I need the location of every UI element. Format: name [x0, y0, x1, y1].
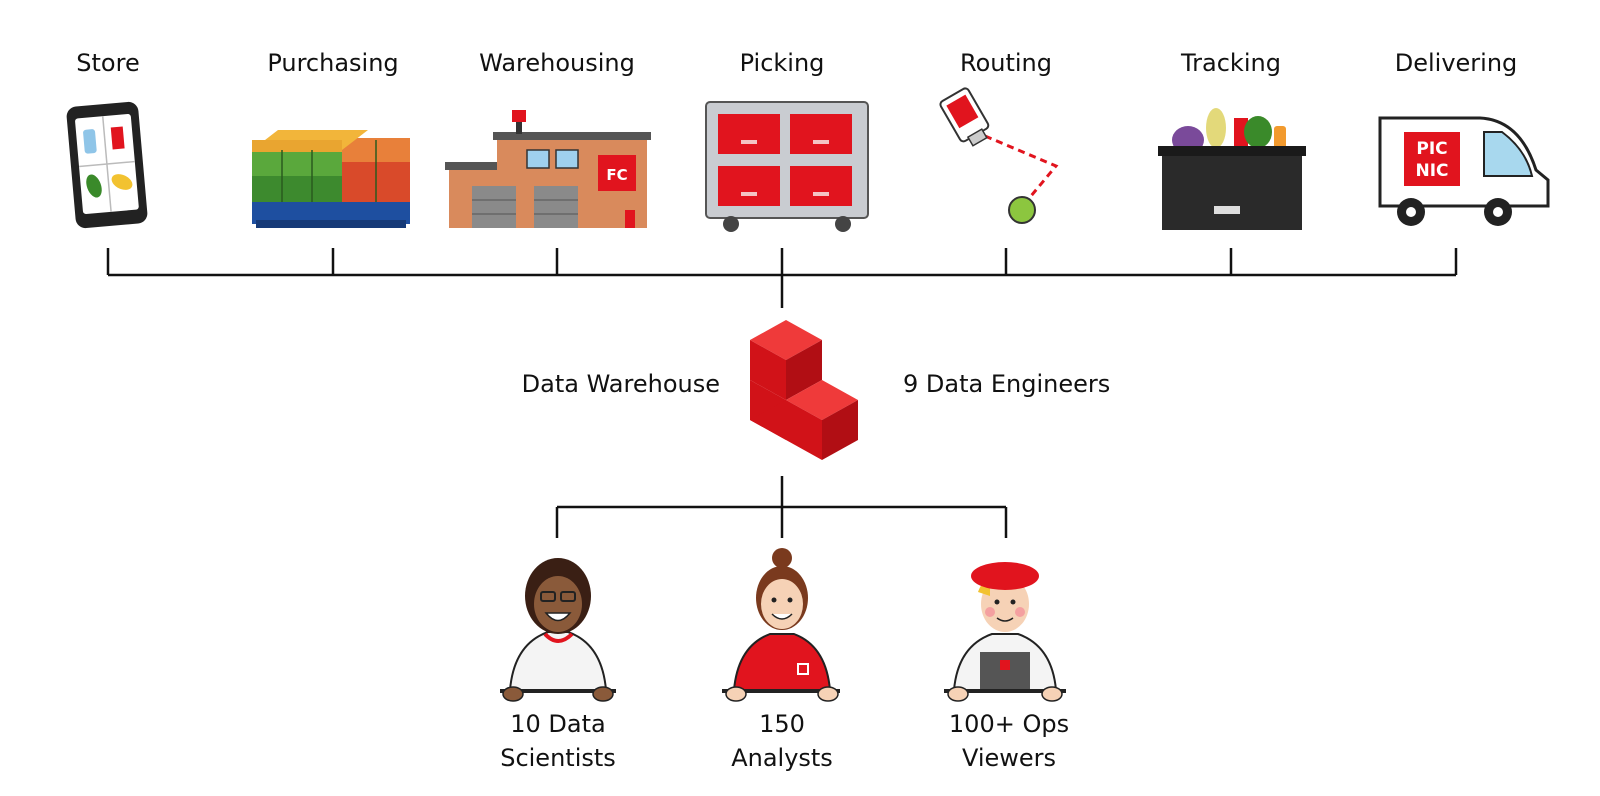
role-count: 10 Data	[510, 710, 606, 738]
data-warehouse-label: Data Warehouse	[521, 370, 720, 398]
role-title: Analysts	[731, 744, 833, 772]
warehouse-icon: FC	[445, 110, 651, 228]
role-count: 150	[759, 710, 805, 738]
svg-text:PIC: PIC	[1416, 139, 1447, 159]
svg-text:NIC: NIC	[1415, 161, 1448, 181]
ops-viewer-avatar	[944, 562, 1066, 702]
role-label-analysts: 150 Analysts	[682, 707, 882, 775]
stage-label-store: Store	[76, 49, 140, 77]
role-title: Viewers	[961, 744, 1057, 772]
role-title: Scientists	[500, 744, 616, 772]
stage-label-delivering: Delivering	[1394, 49, 1518, 77]
pallet-boxes-icon	[252, 130, 410, 228]
stage-label-picking: Picking	[739, 49, 825, 77]
grocery-crate-icon	[1158, 108, 1306, 230]
role-connector-lines	[555, 476, 1008, 538]
role-label-data-scientists: 10 Data Scientists	[458, 707, 658, 775]
role-label-ops-viewers: 100+ Ops Viewers	[909, 707, 1109, 775]
svg-text:FC: FC	[606, 166, 627, 184]
stage-label-routing: Routing	[959, 49, 1052, 77]
stage-label-warehousing: Warehousing	[479, 49, 635, 77]
data-engineers-label: 9 Data Engineers	[903, 370, 1111, 398]
route-pin-icon	[939, 87, 1059, 224]
data-scientist-avatar	[500, 558, 616, 702]
picking-cart-icon	[705, 101, 869, 232]
stage-label-purchasing: Purchasing	[267, 49, 399, 77]
analyst-avatar	[722, 548, 840, 702]
stage-connector-lines	[106, 248, 1458, 308]
delivery-van-icon: PIC NIC	[1378, 116, 1550, 226]
role-count: 100+ Ops	[948, 710, 1070, 738]
stage-label-tracking: Tracking	[1181, 49, 1281, 77]
smartphone-icon	[66, 101, 148, 229]
data-cubes-icon	[750, 320, 858, 460]
